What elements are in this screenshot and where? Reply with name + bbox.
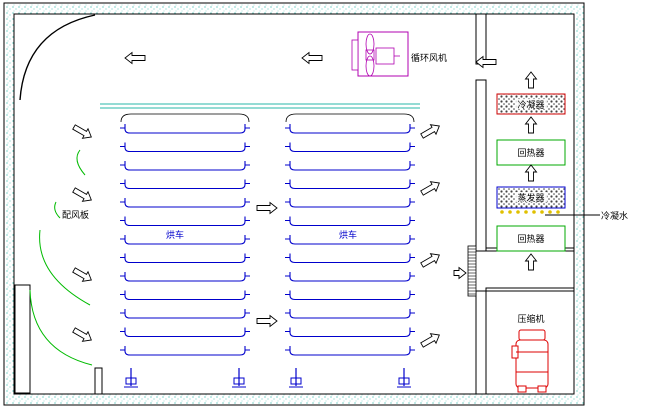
- top-air-duct: [100, 103, 420, 109]
- cart-tray: [289, 216, 411, 227]
- cart-tray: [124, 216, 246, 227]
- hollow-arrow-icon: [124, 51, 146, 65]
- cart-tray: [124, 327, 246, 338]
- hollow-arrow-icon: [256, 314, 278, 328]
- hollow-arrow-icon: [524, 116, 538, 134]
- reheater-top: 回热器: [496, 139, 566, 166]
- partition-walls: [14, 13, 575, 395]
- cart-tray: [124, 272, 246, 282]
- cart-tray: [124, 179, 246, 190]
- cart-tray: [289, 235, 411, 245]
- cart-tray: [124, 309, 246, 319]
- drying-cart-left: [120, 113, 250, 388]
- cart-tray: [289, 290, 411, 301]
- cart-top-frame: [120, 113, 250, 123]
- cart-wheel: [290, 377, 302, 385]
- water-drop: [508, 210, 512, 214]
- cart-tray: [124, 235, 246, 245]
- water-drop: [548, 210, 552, 214]
- cart-right-label: 烘车: [339, 229, 357, 241]
- hollow-arrow-icon: [524, 71, 538, 89]
- water-drops: [500, 210, 560, 214]
- hollow-arrow-icon: [475, 55, 497, 69]
- cart-tray: [124, 124, 246, 134]
- cart-top-frame: [285, 113, 415, 123]
- condensate-label: 冷凝水: [601, 210, 628, 222]
- hollow-arrow-icon: [420, 333, 440, 348]
- hollow-arrow-icon: [72, 124, 92, 139]
- condensate-outlet: 冷凝水: [545, 210, 628, 222]
- cart-tray: [124, 346, 246, 356]
- water-drop: [540, 210, 544, 214]
- cart-tray: [289, 198, 411, 208]
- reheater-bottom-label: 回热器: [517, 233, 544, 245]
- cart-tray: [289, 309, 411, 319]
- cart-tray: [289, 179, 411, 190]
- hollow-arrow-icon: [453, 266, 467, 280]
- hollow-arrow-icon: [420, 253, 440, 268]
- water-drop: [556, 210, 560, 214]
- water-drop: [516, 210, 520, 214]
- cart-tray: [124, 198, 246, 208]
- compressor-icon: [511, 329, 549, 393]
- cart-tray: [124, 253, 246, 264]
- drying-cart-right: [285, 113, 415, 388]
- condenser: 冷凝器: [496, 93, 566, 115]
- hollow-arrow-icon: [72, 267, 92, 282]
- hollow-arrow-icon: [301, 51, 323, 65]
- water-drop: [500, 210, 504, 214]
- circulation-fan: 循环风机: [351, 31, 447, 77]
- cart-tray: [289, 142, 411, 153]
- hollow-arrow-icon: [420, 181, 440, 196]
- condenser-label: 冷凝器: [517, 99, 544, 111]
- circulation-fan-label: 循环风机: [411, 52, 447, 64]
- cart-tray: [289, 253, 411, 264]
- water-drop: [524, 210, 528, 214]
- cart-tray: [124, 290, 246, 301]
- evaporator-label: 蒸发器: [517, 192, 544, 204]
- airflow-arrows: [72, 51, 538, 348]
- cart-tray: [124, 142, 246, 153]
- cart-tray: [124, 161, 246, 171]
- hollow-arrow-icon: [524, 253, 538, 271]
- hollow-arrow-icon: [524, 164, 538, 182]
- cart-left-label: 烘车: [166, 229, 184, 241]
- air-deflector: [29, 149, 93, 366]
- fan-icon: [365, 33, 400, 77]
- hollow-arrow-icon: [72, 187, 92, 202]
- corner-guide-arc: [19, 14, 96, 101]
- cart-wheel: [125, 377, 137, 385]
- return-grille: [467, 245, 477, 297]
- cart-wheel: [233, 377, 245, 385]
- hollow-arrow-icon: [256, 201, 278, 215]
- water-drop: [532, 210, 536, 214]
- compressor-label: 压缩机: [517, 313, 544, 325]
- room-walls: [3, 2, 585, 406]
- cart-tray: [289, 124, 411, 134]
- reheater-bottom: 回热器: [496, 225, 566, 252]
- cart-tray: [289, 327, 411, 338]
- reheater-top-label: 回热器: [517, 147, 544, 159]
- cart-tray: [289, 272, 411, 282]
- compressor: 压缩机: [511, 313, 549, 393]
- evaporator: 蒸发器: [496, 186, 566, 214]
- hollow-arrow-icon: [420, 124, 440, 139]
- cart-wheel: [398, 377, 410, 385]
- hollow-arrow-icon: [72, 327, 92, 342]
- cart-tray: [289, 346, 411, 356]
- cart-tray: [289, 161, 411, 171]
- air-deflector-label: 配风板: [62, 209, 89, 221]
